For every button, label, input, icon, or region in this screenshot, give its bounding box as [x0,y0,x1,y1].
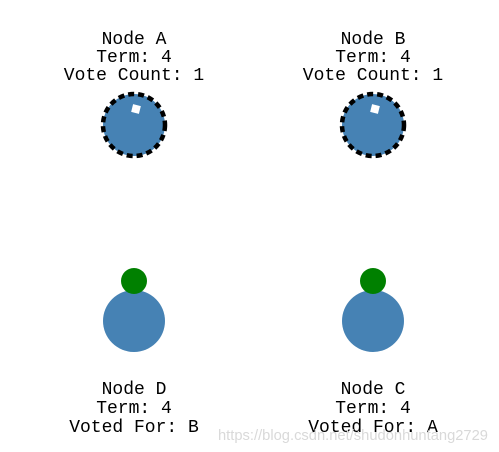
node-a-name: Node A [102,30,167,50]
node-b-election-timer-ring [339,91,407,159]
node-b-circle [342,94,404,156]
node-a-circle [103,94,165,156]
node-b-timeout-marker [370,104,380,114]
node-a-election-timer-ring [100,91,168,159]
node-d-voted-for: Voted For: B [69,418,199,438]
node-b-name: Node B [341,30,406,50]
node-c-circle [342,290,404,352]
node-b-vote-count: Vote Count: 1 [303,66,443,86]
node-c-voted-for: Voted For: A [308,418,438,438]
node-d: Node D Term: 4 Voted For: B [69,268,199,438]
node-b-term: Term: 4 [335,48,411,68]
node-c-term: Term: 4 [335,399,411,419]
node-d-vote-dot [121,268,147,294]
node-c-name: Node C [341,380,406,400]
node-d-name: Node D [102,380,167,400]
node-d-circle [103,290,165,352]
node-a-term: Term: 4 [96,48,172,68]
watermark-text: https://blog.csdn.net/shudonhuntang2729 [218,427,488,444]
node-a-timeout-marker [131,104,141,114]
node-c: Node C Term: 4 Voted For: A [308,268,438,438]
node-a: Node A Term: 4 Vote Count: 1 [64,30,204,159]
node-d-term: Term: 4 [96,399,172,419]
node-c-vote-dot [360,268,386,294]
node-b: Node B Term: 4 Vote Count: 1 [303,30,443,159]
node-a-vote-count: Vote Count: 1 [64,66,204,86]
